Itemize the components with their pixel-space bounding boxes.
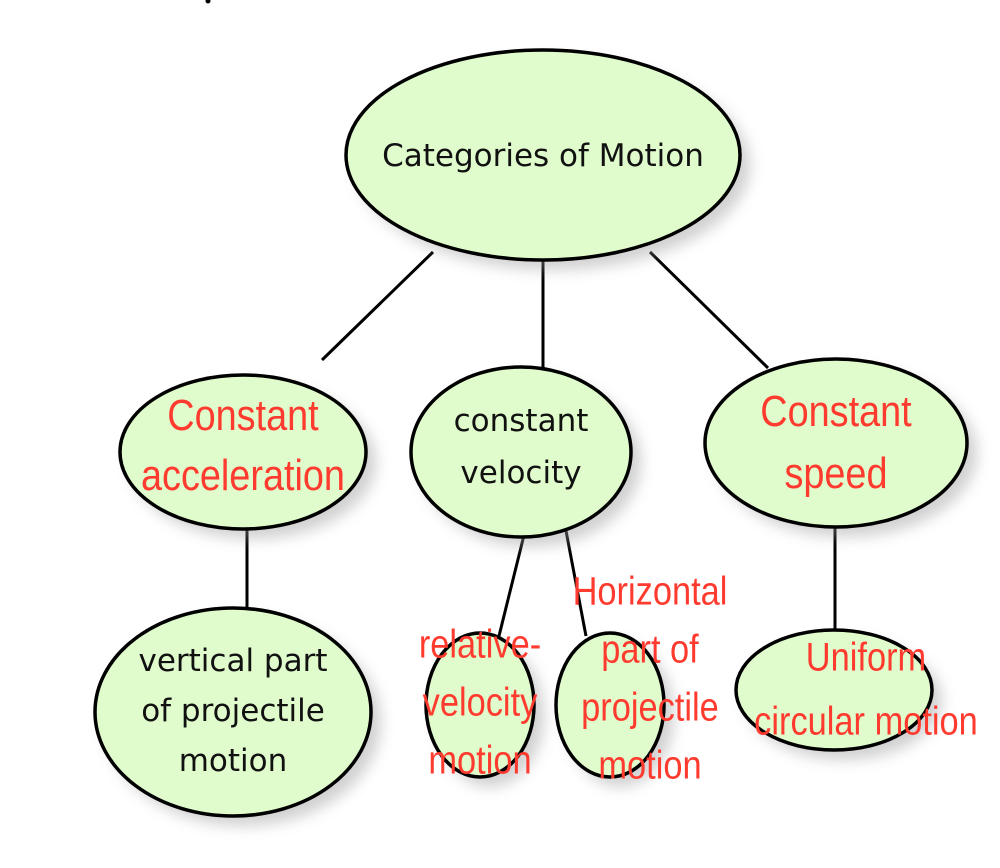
node-label-line: Constant [167,390,319,439]
node-label-const-speed: Constant speed [760,386,912,497]
edge-root-to-const-accel [320,250,435,362]
node-label-line: part of [601,626,699,671]
node-label-line: motion [598,742,701,787]
node-const-vel [409,365,633,539]
node-label-line: velocity [423,679,538,724]
node-label-horizontal-projectile: Horizontal part of projectile motion [573,568,728,787]
node-label-line: circular motion [754,698,978,743]
node-label-line: constant [454,403,589,439]
node-uniform-circular [734,628,934,752]
node-label-line: Constant [760,386,912,435]
node-label-line: Categories of Motion [382,138,704,174]
node-label-line: of projectile [141,693,325,729]
node-label-root: Categories of Motion [382,138,704,174]
node-label-uniform-circular: Uniform circular motion [754,634,978,743]
node-label-line: motion [179,743,288,779]
stray-mark [205,0,211,4]
node-label-relative-velocity: relative-velocity motion [419,621,541,782]
node-label-const-accel: Constant acceleration [141,390,345,499]
nodes [93,48,977,826]
node-label-line: Uniform [806,634,926,679]
node-vertical-projectile [93,606,373,818]
node-label-line: acceleration [141,450,345,499]
edge-root-to-const-speed [648,250,770,370]
node-label-line: velocity [460,455,581,491]
node-const-speed [703,357,969,529]
node-label-line: vertical part [138,643,327,679]
node-label-line: Horizontal [573,568,728,613]
node-const-accel [118,373,368,531]
node-label-line: motion [428,737,531,782]
node-label-line: relative- [419,621,541,666]
node-label-vertical-projectile: vertical part of projectile motion [138,643,327,779]
node-relative-velocity [424,631,536,779]
node-label-const-vel: constant velocity [454,403,589,491]
node-label-line: projectile [581,684,719,729]
node-label-line: speed [784,448,887,497]
node-horizontal-projectile [554,631,666,779]
node-root [344,48,742,262]
